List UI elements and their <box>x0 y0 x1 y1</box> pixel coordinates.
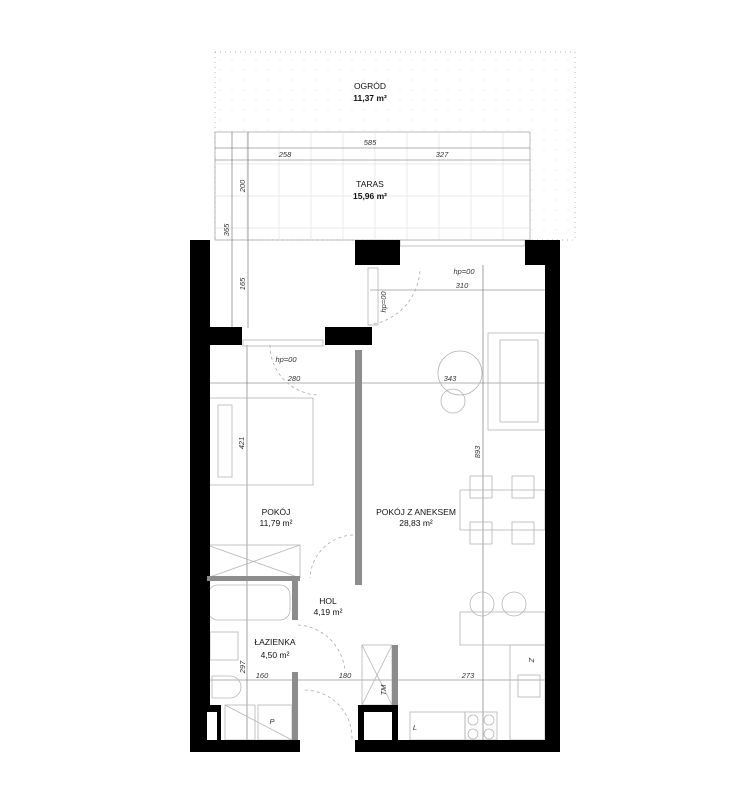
threshold-label: hp=00 <box>275 355 297 364</box>
bathtub <box>207 584 291 621</box>
living-label: POKÓJ Z ANEKSEM <box>376 507 456 517</box>
walls <box>190 240 560 752</box>
wardrobe-label: L <box>413 723 417 732</box>
dim-hall-width: 180 <box>339 671 352 680</box>
partitions <box>207 350 398 740</box>
dim-terrace-depth: 365 <box>222 223 231 236</box>
dim-terrace-depth-bottom: 165 <box>238 277 247 290</box>
dim-terrace-depth-top: 200 <box>238 179 247 193</box>
kitchen-sink <box>517 674 541 698</box>
bed <box>206 397 314 486</box>
dim-living-top: 310 <box>456 281 469 290</box>
dim-terrace-total: 585 <box>364 138 377 147</box>
dim-bedroom-width: 280 <box>287 374 301 383</box>
garden-area <box>214 51 576 241</box>
dining-table <box>459 489 546 531</box>
fridge-label: Z <box>527 657 536 663</box>
dim-living-depth: 893 <box>473 445 482 458</box>
dim-bedroom-depth: 421 <box>237 437 246 450</box>
dim-bath-depth: 297 <box>238 660 247 674</box>
dimension-lines <box>210 132 545 740</box>
hall-area-value: 4,19 m² <box>314 607 343 617</box>
washer-label: P <box>269 717 274 726</box>
bedroom-label: POKÓJ <box>262 507 291 517</box>
counter <box>459 611 546 646</box>
dim-bath-width: 160 <box>256 671 269 680</box>
hall-label: HOL <box>319 596 337 606</box>
bedroom-area-value: 11,79 m² <box>260 518 293 528</box>
threshold-label: hp=00 <box>379 291 388 313</box>
window <box>242 339 324 347</box>
terrace-area-value: 15,96 m² <box>353 191 387 201</box>
toilet <box>211 675 242 699</box>
bathroom-label: ŁAZIENKA <box>254 637 295 647</box>
dim-terrace-right: 327 <box>436 150 449 159</box>
garden-label: OGRÓD <box>354 81 386 91</box>
coffee-table <box>437 350 483 396</box>
washer <box>257 704 293 741</box>
dim-kitchen-width: 273 <box>461 671 475 680</box>
dim-living-width: 343 <box>444 374 457 383</box>
bathroom-area-value: 4,50 m² <box>261 650 290 660</box>
sofa <box>487 332 546 431</box>
dim-terrace-left: 258 <box>278 150 292 159</box>
washbasin <box>209 631 239 661</box>
garden-area-value: 11,37 m² <box>353 93 387 103</box>
boiler-label: TM <box>379 684 388 696</box>
threshold-label: hp=00 <box>453 267 475 276</box>
terrace-label: TARAS <box>356 179 384 189</box>
living-area-value: 28,83 m² <box>399 518 433 528</box>
